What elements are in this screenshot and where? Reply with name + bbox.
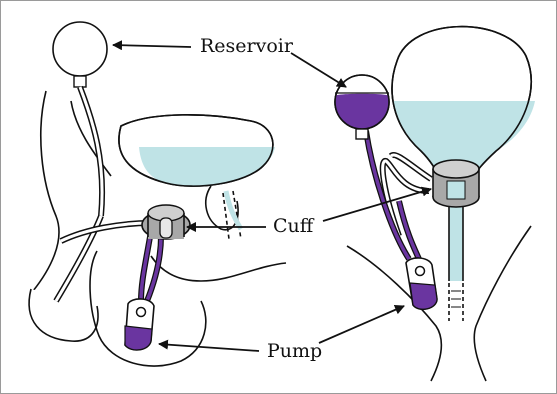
right-cuff <box>433 160 479 207</box>
arrow-reservoir-right <box>291 53 346 87</box>
label-reservoir: Reservoir <box>200 37 293 56</box>
left-bladder-fluid <box>139 147 275 186</box>
arrow-pump-left <box>159 344 259 351</box>
left-pump <box>125 299 154 350</box>
right-pump <box>406 258 437 309</box>
left-cuff <box>142 205 190 239</box>
label-cuff: Cuff <box>273 217 313 236</box>
label-pump: Pump <box>267 342 322 361</box>
arrow-cuff-right <box>323 189 431 221</box>
arrow-pump-right <box>319 306 404 343</box>
arrow-reservoir-left <box>113 45 191 47</box>
